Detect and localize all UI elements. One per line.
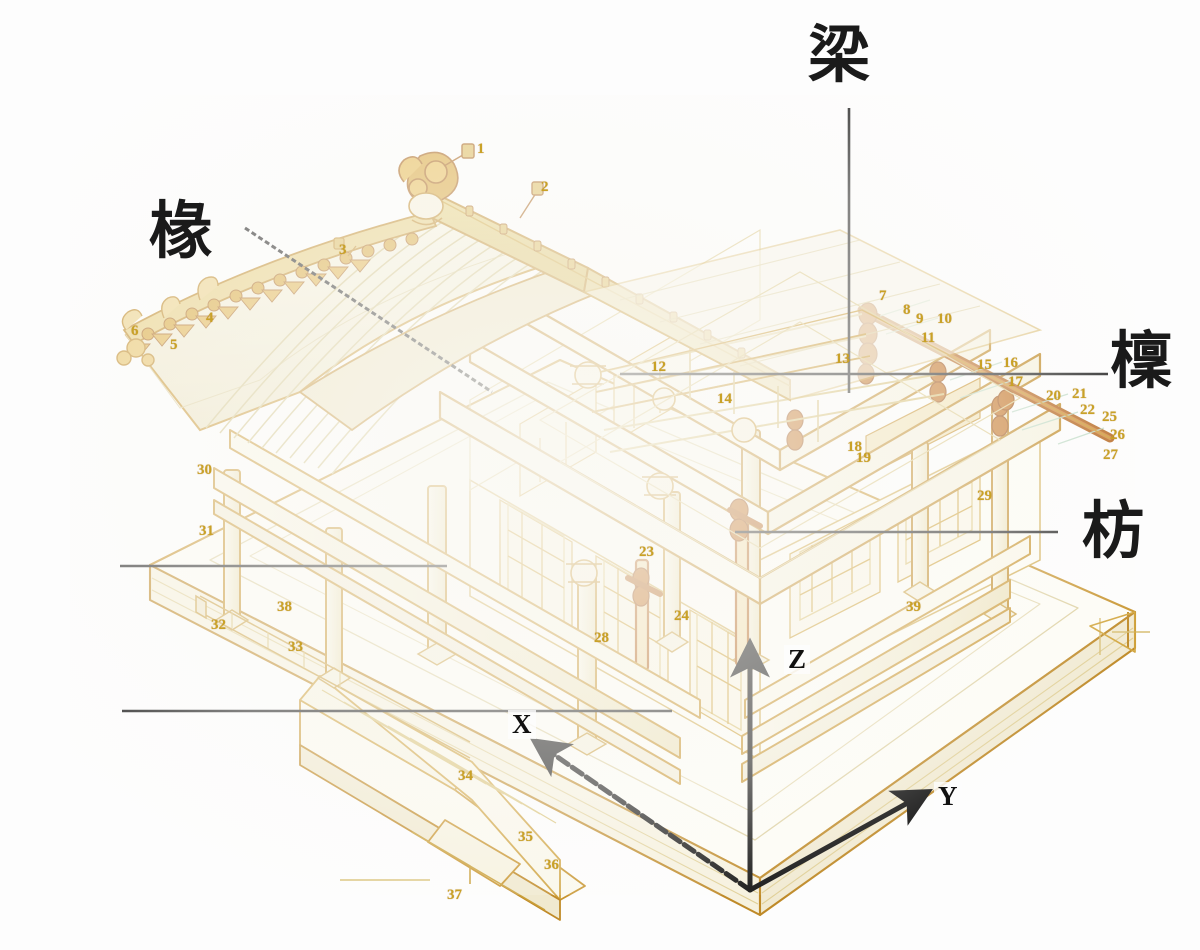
part-number: 18 bbox=[847, 439, 862, 455]
part-number: 15 bbox=[977, 357, 992, 373]
part-number: 1 bbox=[477, 141, 485, 157]
part-number: 27 bbox=[1103, 447, 1118, 463]
part-number: 4 bbox=[206, 310, 214, 326]
part-number: 10 bbox=[937, 311, 952, 327]
part-number: 31 bbox=[199, 523, 214, 539]
part-number: 6 bbox=[131, 323, 139, 339]
part-number: 7 bbox=[879, 288, 887, 304]
label-beam: 梁 bbox=[808, 18, 871, 91]
part-number: 33 bbox=[288, 639, 303, 655]
part-number: 29 bbox=[977, 488, 992, 504]
part-number: 21 bbox=[1072, 386, 1087, 402]
part-number: 36 bbox=[544, 857, 559, 873]
part-number: 22 bbox=[1080, 402, 1095, 418]
part-number: 14 bbox=[717, 391, 732, 407]
label-architrave: 枋 bbox=[1082, 494, 1145, 567]
part-number: 24 bbox=[674, 608, 689, 624]
part-number: 38 bbox=[277, 599, 292, 615]
part-number: 35 bbox=[518, 829, 533, 845]
part-number: 17 bbox=[1008, 374, 1023, 390]
part-number: 37 bbox=[447, 887, 462, 903]
part-number: 5 bbox=[170, 337, 178, 353]
part-number: 34 bbox=[458, 768, 473, 784]
axis-label-z: Z bbox=[784, 645, 811, 674]
part-number: 12 bbox=[651, 359, 666, 375]
part-number: 19 bbox=[856, 450, 871, 466]
part-number: 8 bbox=[903, 302, 911, 318]
part-number: 16 bbox=[1003, 355, 1018, 371]
part-number: 2 bbox=[541, 179, 549, 195]
part-number: 23 bbox=[639, 544, 654, 560]
part-number: 13 bbox=[835, 351, 850, 367]
part-number: 20 bbox=[1046, 388, 1061, 404]
part-number: 26 bbox=[1110, 427, 1125, 443]
axis-label-y: Y bbox=[934, 782, 962, 811]
part-number: 3 bbox=[339, 242, 347, 258]
part-number: 9 bbox=[916, 311, 924, 327]
part-number: 32 bbox=[211, 617, 226, 633]
label-purlin: 檁 bbox=[1110, 324, 1173, 397]
label-rafter: 椽 bbox=[150, 194, 213, 267]
part-number: 39 bbox=[906, 599, 921, 615]
part-number: 28 bbox=[594, 630, 609, 646]
part-number: 25 bbox=[1102, 409, 1117, 425]
part-number: 11 bbox=[921, 330, 936, 346]
axis-label-x: X bbox=[508, 710, 536, 739]
part-number: 30 bbox=[197, 462, 212, 478]
